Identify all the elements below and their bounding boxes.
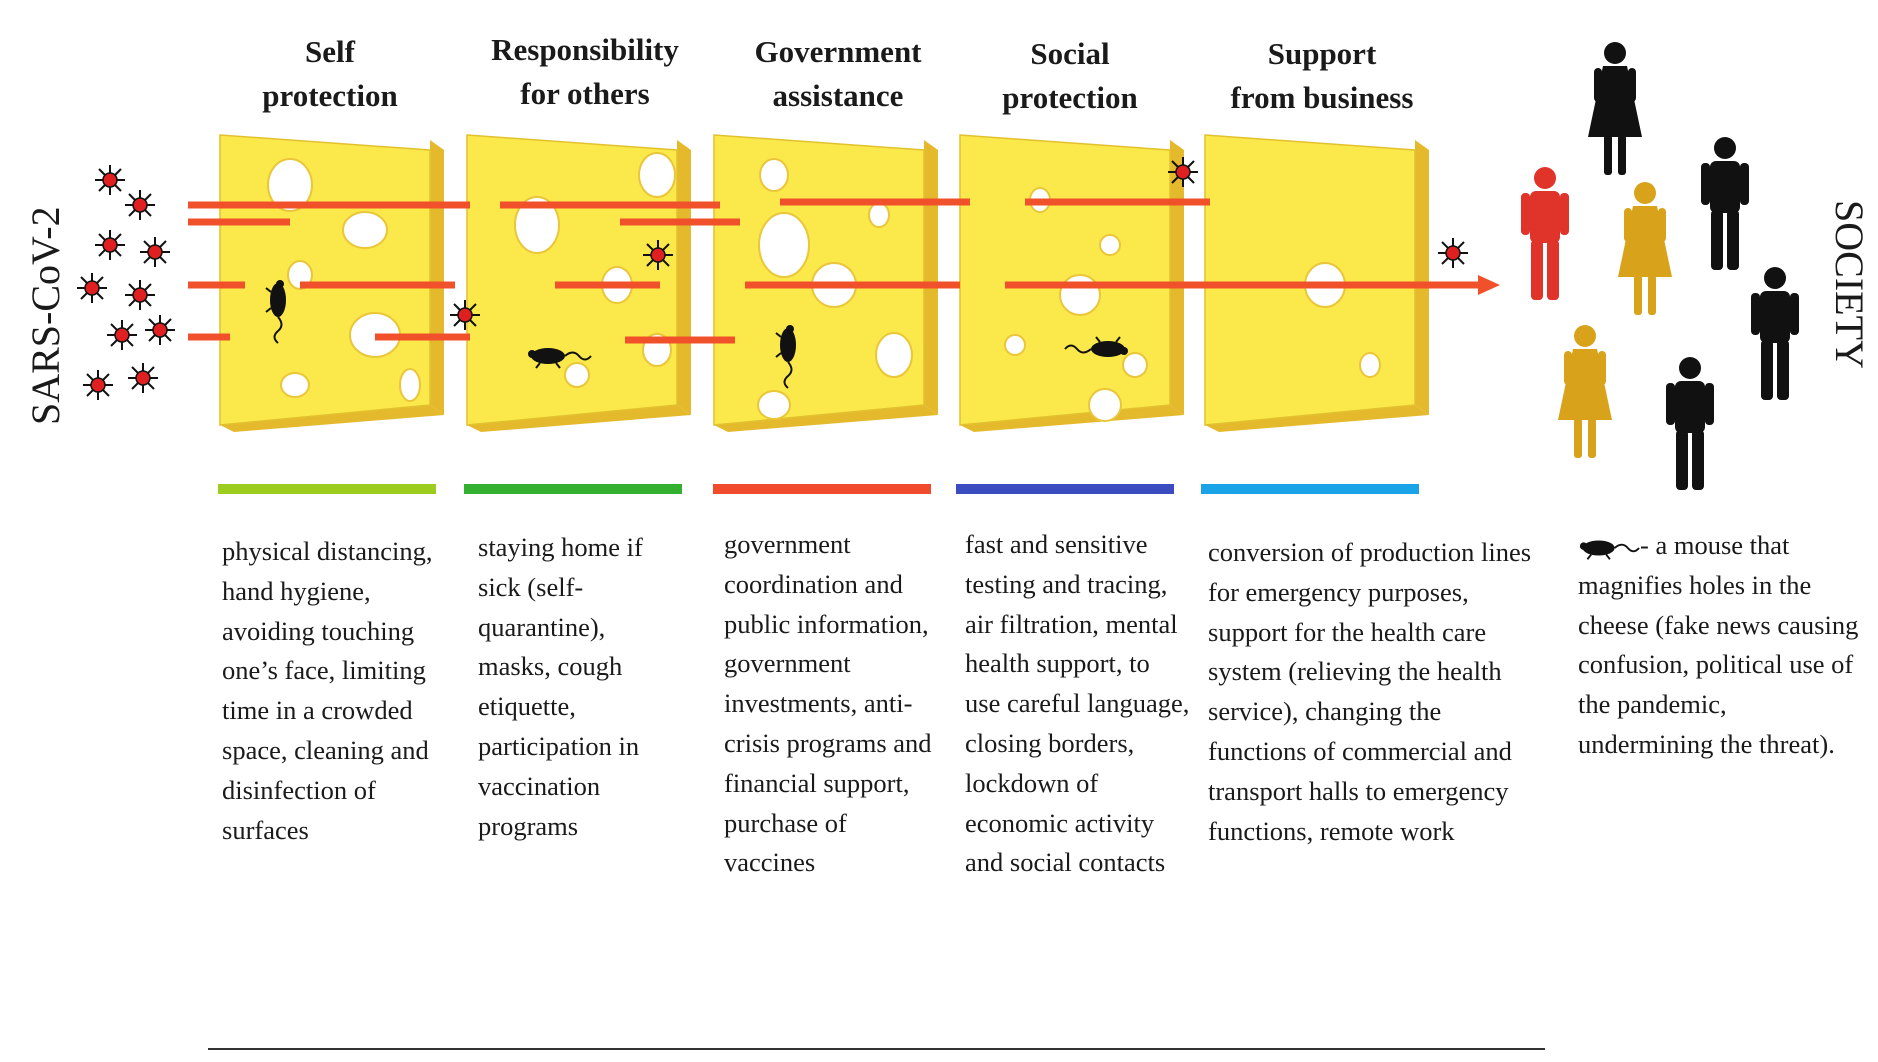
layer-4-title-line1: Social bbox=[1030, 36, 1110, 71]
layer-2-bar bbox=[464, 484, 682, 494]
cheese-hole bbox=[342, 211, 388, 249]
virus-icon bbox=[76, 272, 108, 304]
cheese-hole bbox=[638, 152, 676, 198]
cheese-hole bbox=[267, 158, 313, 212]
layer-1-description: physical distancing, hand hygiene, avoid… bbox=[222, 536, 433, 845]
layer-2-title-line2: for others bbox=[520, 76, 650, 111]
virus-icon bbox=[82, 369, 114, 401]
layer-1-bar bbox=[218, 484, 436, 494]
person-icon bbox=[1558, 325, 1612, 458]
layer-4-title: Social protection bbox=[950, 32, 1190, 120]
virus-icon bbox=[1437, 237, 1469, 269]
layer-5-description: conversion of production lines for emerg… bbox=[1208, 537, 1532, 846]
person-icon bbox=[1588, 42, 1642, 175]
virus-icon bbox=[124, 279, 156, 311]
virus-icon bbox=[127, 362, 159, 394]
cheese-hole bbox=[758, 212, 810, 278]
society-label: SOCIETY bbox=[1827, 200, 1872, 369]
virus-icon bbox=[139, 236, 171, 268]
virus-icon bbox=[124, 189, 156, 221]
cheese-hole bbox=[1122, 352, 1148, 378]
cheese-slice-5 bbox=[1204, 134, 1429, 432]
layer-2-title: Responsibility for others bbox=[465, 28, 705, 116]
threat-arrowhead bbox=[1478, 275, 1500, 295]
virus-icon bbox=[94, 229, 126, 261]
person-icon bbox=[1701, 137, 1749, 270]
layer-3-title: Government assistance bbox=[718, 30, 958, 118]
person-icon bbox=[1521, 167, 1569, 300]
layer-5-title-line1: Support bbox=[1267, 36, 1377, 71]
layer-5-title-line2: from business bbox=[1230, 80, 1414, 115]
virus-icon bbox=[449, 299, 481, 331]
cheese-hole bbox=[757, 390, 791, 420]
layer-3-title-line1: Government bbox=[754, 34, 922, 69]
virus-icon bbox=[94, 164, 126, 196]
layer-3-bar bbox=[713, 484, 931, 494]
layer-1-title-line1: Self bbox=[305, 34, 355, 69]
virus-icon bbox=[106, 319, 138, 351]
layer-3-title-line2: assistance bbox=[772, 78, 904, 113]
cheese-hole bbox=[1088, 388, 1122, 422]
virus-icon bbox=[1167, 156, 1199, 188]
cheese-hole bbox=[280, 372, 310, 398]
person-icon bbox=[1618, 182, 1672, 315]
layer-4-bar bbox=[956, 484, 1174, 494]
virus-label: SARS-CoV-2 bbox=[23, 206, 68, 425]
virus-icon bbox=[642, 239, 674, 271]
cheese-hole bbox=[875, 332, 913, 378]
person-icon bbox=[1666, 357, 1714, 490]
cheese-hole bbox=[514, 196, 560, 254]
cheese-hole bbox=[1059, 274, 1101, 316]
legend: - a mouse that magnifies holes in the ch… bbox=[1578, 526, 1868, 765]
mouse-icon bbox=[1578, 539, 1640, 561]
cheese-hole bbox=[564, 362, 590, 388]
cheese-hole bbox=[1359, 352, 1381, 378]
layer-1-title-line2: protection bbox=[262, 78, 398, 113]
cheese-hole bbox=[399, 368, 421, 402]
cheese-slice-3 bbox=[713, 134, 938, 432]
virus-icon bbox=[144, 314, 176, 346]
cheese-hole bbox=[1004, 334, 1026, 356]
cheese-hole bbox=[868, 202, 890, 228]
layer-4-title-line2: protection bbox=[1002, 80, 1138, 115]
layer-3-description: government coordination and public infor… bbox=[724, 529, 932, 878]
cheese-hole bbox=[1099, 234, 1121, 256]
person-icon bbox=[1751, 267, 1799, 400]
layer-2-title-line1: Responsibility bbox=[491, 32, 679, 67]
layer-5-bar bbox=[1201, 484, 1419, 494]
layer-5-title: Support from business bbox=[1192, 32, 1452, 120]
cheese-hole bbox=[759, 158, 789, 192]
layer-4-description: fast and sensitive testing and tracing, … bbox=[965, 529, 1190, 878]
layer-1-title: Self protection bbox=[210, 30, 450, 118]
layer-2-description: staying home if sick (self-quarantine), … bbox=[478, 532, 643, 841]
legend-text: - a mouse that magnifies holes in the ch… bbox=[1578, 530, 1859, 759]
